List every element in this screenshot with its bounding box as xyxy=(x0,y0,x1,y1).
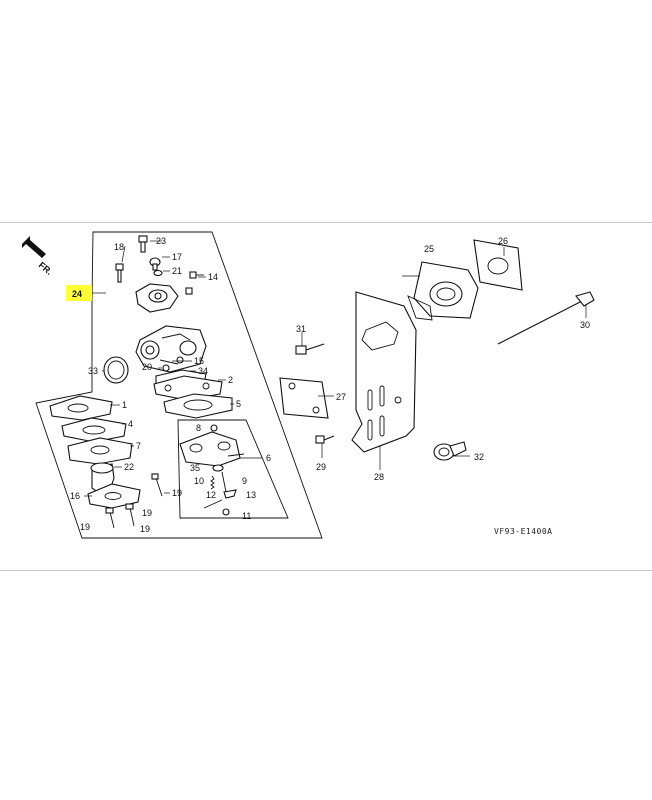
lever-13 xyxy=(223,489,237,499)
callout-8: 8 xyxy=(196,423,201,433)
callout-19a: 19 xyxy=(172,488,182,498)
diaphragm-4 xyxy=(61,417,127,443)
callout-30: 30 xyxy=(580,320,590,330)
callout-11: 11 xyxy=(242,511,251,521)
callout-10: 10 xyxy=(194,476,204,486)
callout-labels: 24 18 23 17 21 14 15 20 34 2 5 33 1 4 7 … xyxy=(70,236,590,534)
callout-27: 27 xyxy=(336,392,346,402)
pump-body-subframe xyxy=(177,419,289,519)
ring-33 xyxy=(103,356,129,384)
ring-35 xyxy=(212,464,224,472)
callout-7: 7 xyxy=(136,441,141,451)
gasket-2 xyxy=(153,375,223,401)
callout-33: 33 xyxy=(88,366,98,376)
callout-24: 24 xyxy=(72,289,82,299)
screw-14 xyxy=(189,271,204,279)
pump-body-6 xyxy=(179,431,245,467)
cover-7 xyxy=(67,437,133,465)
callout-19d: 19 xyxy=(140,524,150,534)
callout-16: 16 xyxy=(70,491,80,501)
callout-26: 26 xyxy=(498,236,508,246)
bolt-18 xyxy=(138,235,148,253)
spring-10 xyxy=(210,475,215,490)
screw-8 xyxy=(210,424,218,432)
callout-18: 18 xyxy=(114,242,124,252)
callout-5: 5 xyxy=(236,399,241,409)
screw-18b xyxy=(115,263,124,283)
callout-25: 25 xyxy=(424,244,434,254)
gasket-1 xyxy=(49,395,113,421)
callout-20: 20 xyxy=(142,362,152,372)
highlight-box xyxy=(66,285,92,301)
callout-14: 14 xyxy=(208,272,218,282)
callout-22: 22 xyxy=(124,462,134,472)
callout-35: 35 xyxy=(190,463,200,473)
callout-13: 13 xyxy=(246,490,256,500)
diaphragm-5 xyxy=(163,393,233,419)
carburetor-body xyxy=(135,325,207,373)
washer-21 xyxy=(153,269,163,277)
callout-17: 17 xyxy=(172,252,182,262)
bracket-28 xyxy=(351,291,417,453)
callout-21: 21 xyxy=(172,266,182,276)
screws-19 xyxy=(105,473,163,529)
screw-20 xyxy=(162,364,170,372)
carburetor-assembly-frame xyxy=(35,231,323,539)
bolt-29 xyxy=(315,435,335,444)
callout-31: 31 xyxy=(296,324,306,334)
callout-9: 9 xyxy=(242,476,247,486)
callout-28: 28 xyxy=(374,472,384,482)
callout-4: 4 xyxy=(128,419,133,429)
screw-17 xyxy=(149,257,161,271)
callout-29: 29 xyxy=(316,462,326,472)
callout-12: 12 xyxy=(206,490,216,500)
screw-15 xyxy=(176,356,184,364)
callout-32: 32 xyxy=(474,452,484,462)
callout-34: 34 xyxy=(198,366,208,376)
stud-30 xyxy=(497,291,595,345)
insulator-25 xyxy=(407,261,479,321)
bolt-small xyxy=(185,287,193,295)
throttle-body xyxy=(135,283,179,313)
drawing-code: VF93-E1400A xyxy=(494,527,552,536)
callout-19c: 19 xyxy=(80,522,90,532)
clamp-32 xyxy=(433,441,467,461)
callout-1: 1 xyxy=(122,400,127,410)
leader-lines xyxy=(84,240,587,497)
pin-12 xyxy=(203,499,223,509)
callout-6: 6 xyxy=(266,453,271,463)
callout-2: 2 xyxy=(228,375,233,385)
bolt-31 xyxy=(295,343,325,355)
callout-19b: 19 xyxy=(142,508,152,518)
callout-15: 15 xyxy=(194,356,204,366)
callout-23: 23 xyxy=(156,236,166,246)
top-divider xyxy=(0,222,652,223)
bottom-divider xyxy=(0,570,652,571)
holder-16 xyxy=(87,483,141,509)
plate-27 xyxy=(279,377,329,419)
front-arrow-label: FR. xyxy=(37,260,55,277)
needle-9 xyxy=(221,471,227,493)
front-arrow-icon: FR. xyxy=(22,236,54,277)
screw-11 xyxy=(222,508,230,516)
gasket-26 xyxy=(473,239,523,291)
